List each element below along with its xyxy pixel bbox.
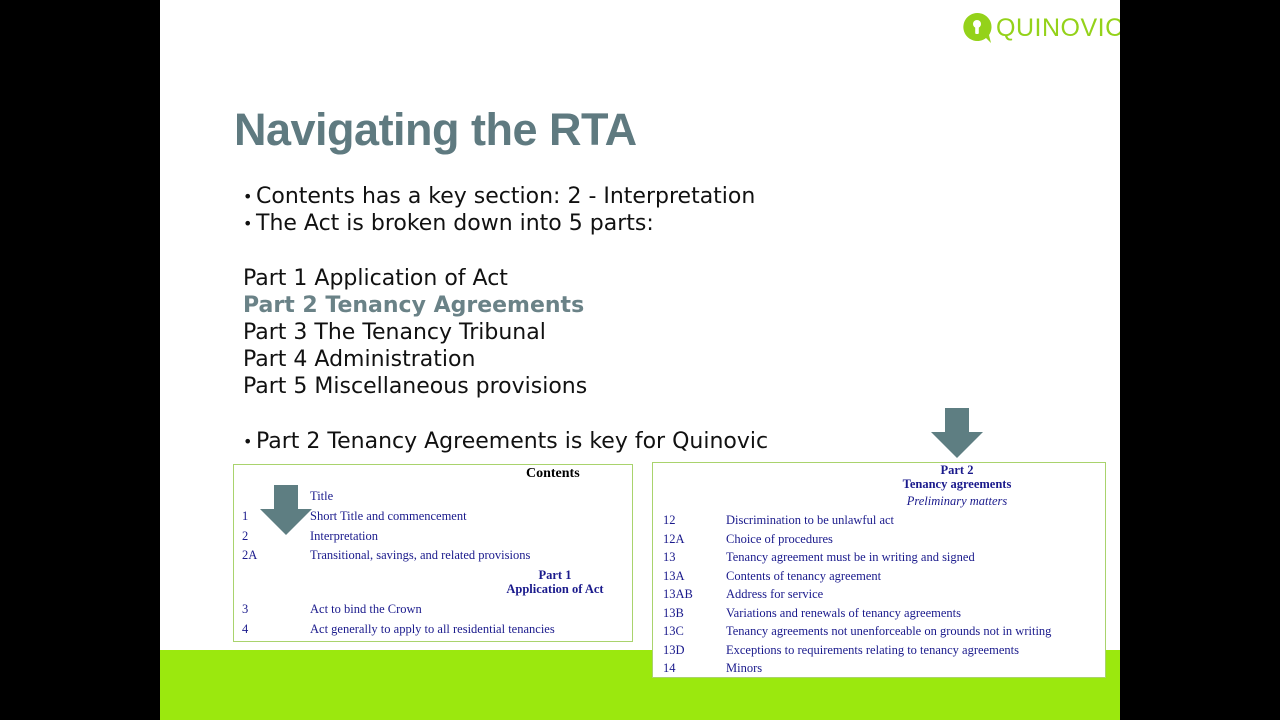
bullet-item: • Contents has a key section: 2 - Interp… [243, 183, 768, 210]
part-line-2-highlight: Part 2 Tenancy Agreements [243, 292, 585, 318]
bullet-item: • Part 2 Tenancy Agreements is key for Q… [243, 428, 768, 455]
section-number: 12A [663, 531, 685, 546]
bullet-text: Contents has a key section: 2 - Interpre… [256, 184, 756, 209]
part-subtitle: Tenancy agreements [902, 477, 1012, 491]
section-title: Choice of procedures [726, 531, 833, 546]
keyhole-bubble-icon [963, 12, 992, 43]
section-number: 13A [663, 568, 685, 583]
section-number: 13C [663, 624, 684, 638]
slide-title: Navigating the RTA [234, 104, 637, 155]
part-line-1: Part 1 Application of Act [243, 265, 508, 291]
section-title: Tenancy agreement must be in writing and… [726, 550, 975, 564]
section-title: Contents of tenancy agreement [726, 568, 882, 583]
section-number: 2A [242, 548, 258, 562]
section-title: Tenancy agreements not unenforceable on … [726, 624, 1052, 638]
section-title: Act generally to apply to all residentia… [310, 622, 555, 636]
section-number: 13D [663, 642, 685, 657]
part-line-4: Part 4 Administration [243, 347, 476, 373]
contents-heading: Contents [526, 466, 580, 481]
section-title: Variations and renewals of tenancy agree… [726, 605, 961, 620]
part-1-heading: Part 1 Application of Act [496, 568, 614, 596]
arrow-down-icon [931, 408, 983, 458]
part-line-5: Part 5 Miscellaneous provisions [243, 374, 588, 400]
section-title: Interpretation [310, 529, 379, 543]
section-title: Discrimination to be unlawful act [726, 513, 895, 527]
section-title: Title [310, 489, 334, 503]
section-title: Minors [726, 661, 763, 675]
arrow-down-icon [260, 485, 312, 535]
section-group-heading: Preliminary matters [906, 494, 1008, 508]
bullet-text: The Act is broken down into 5 parts: [256, 211, 654, 237]
logo-text: QUINOVIC [996, 13, 1120, 42]
slide-body: • Contents has a key section: 2 - Interp… [243, 183, 768, 455]
contents-excerpt-box: Contents Title 1 Short Title and commenc… [233, 464, 633, 642]
part-title: Part 2 [940, 463, 974, 477]
part-2-excerpt-box: Part 2 Tenancy agreements Preliminary ma… [652, 462, 1106, 678]
part-subtitle: Application of Act [506, 582, 604, 596]
section-number: 13AB [663, 587, 693, 601]
section-title: Act to bind the Crown [310, 602, 422, 616]
section-title: Address for service [726, 587, 824, 601]
quinovic-logo: QUINOVIC [960, 10, 1120, 46]
section-number: 14 [663, 661, 676, 675]
section-number: 12 [663, 513, 676, 527]
section-title: Transitional, savings, and related provi… [310, 548, 531, 562]
section-number: 2 [242, 529, 249, 543]
section-number: 1 [242, 509, 249, 523]
part-2-heading: Part 2 Tenancy agreements [853, 463, 1061, 491]
bullet-dot-icon: • [243, 431, 253, 451]
part-line-3: Part 3 The Tenancy Tribunal [243, 320, 546, 345]
section-title: Short Title and commencement [310, 509, 467, 523]
slide: QUINOVIC Navigating the RTA • Contents h… [160, 0, 1120, 720]
section-title: Exceptions to requirements relating to t… [726, 642, 1019, 657]
section-number: 13 [663, 550, 676, 564]
bullet-dot-icon: • [243, 187, 253, 206]
bullet-dot-icon: • [243, 214, 253, 234]
section-number: 13B [663, 605, 684, 620]
bullet-item: • The Act is broken down into 5 parts: [243, 210, 768, 237]
section-number: 3 [242, 602, 249, 616]
section-number: 4 [242, 622, 249, 636]
part-title: Part 1 [538, 568, 572, 582]
bullet-text: Part 2 Tenancy Agreements is key for Qui… [256, 428, 769, 454]
